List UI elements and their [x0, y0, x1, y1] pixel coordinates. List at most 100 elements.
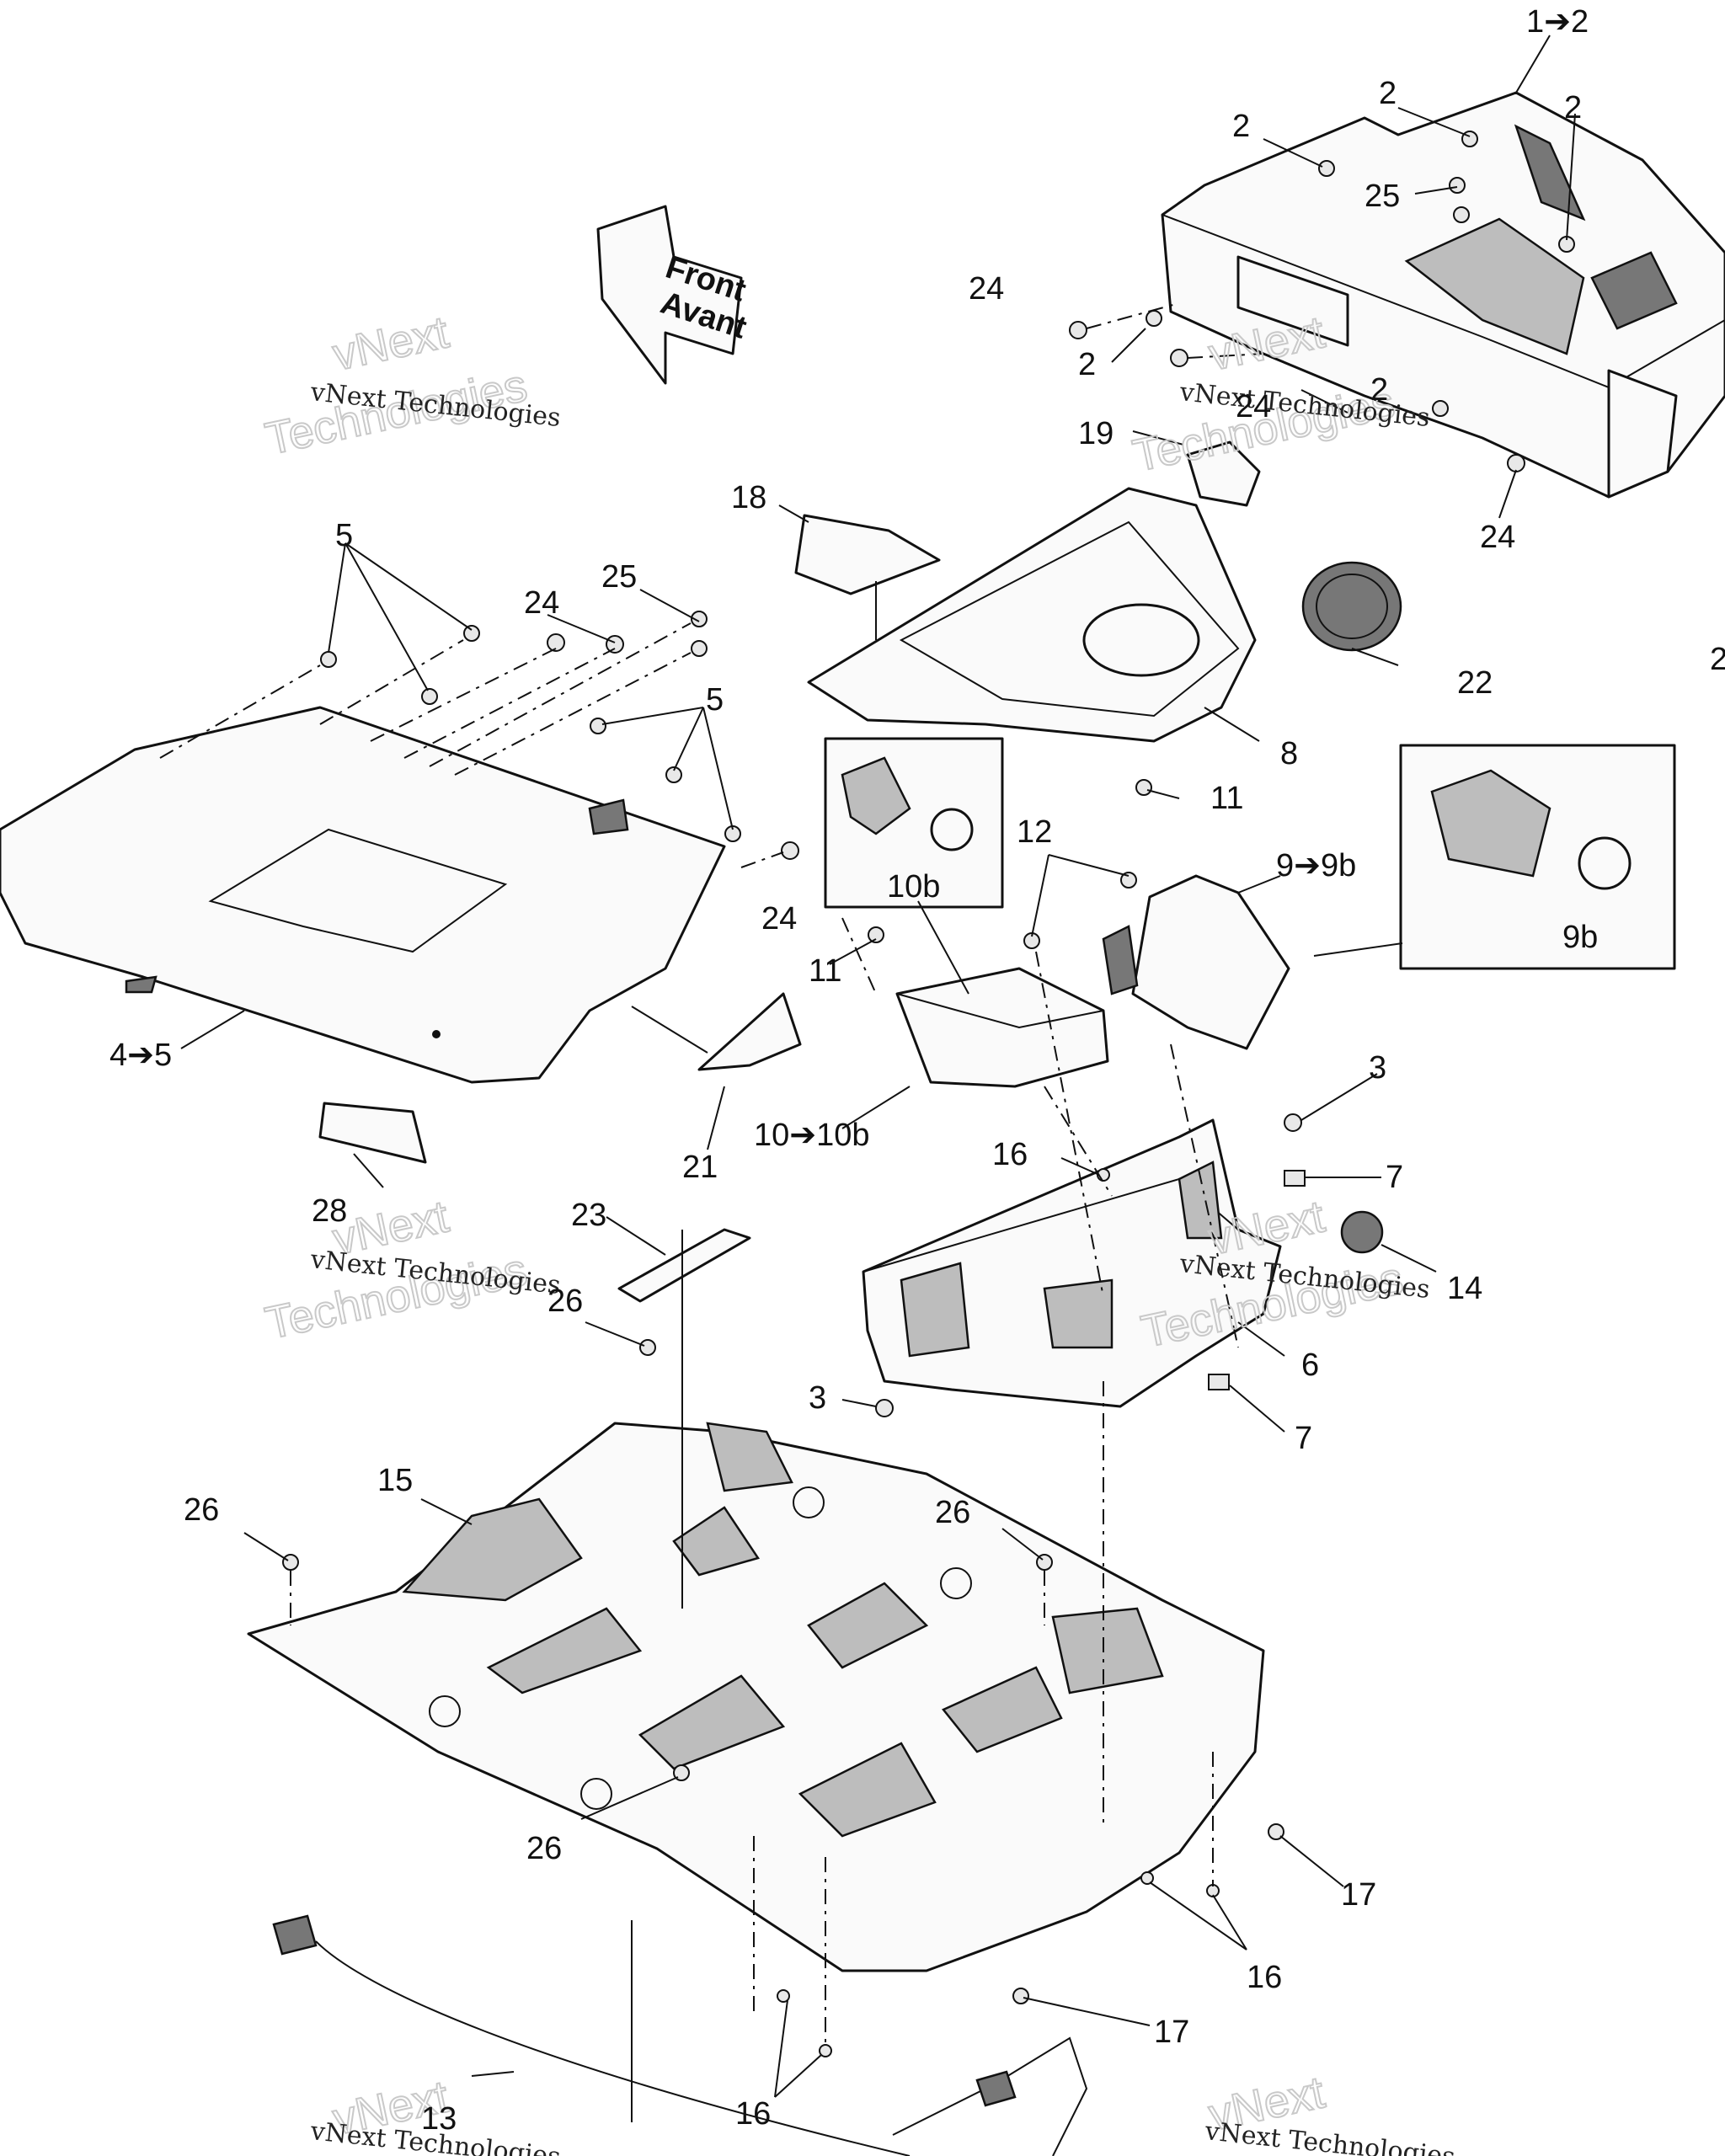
watermark-left-middle: vNext Technologies vNext Technologies	[260, 1190, 562, 1349]
screw-24c	[1507, 454, 1525, 472]
callout-labels: 1➔2 2 2 2 2 2 2 25 24 24 24 19 18 22 8 5…	[109, 4, 1725, 2137]
screw-11b	[1135, 779, 1152, 796]
upper-console-assembly	[1161, 91, 1725, 499]
screw-2a	[1318, 160, 1335, 177]
clip-3a	[1284, 1113, 1302, 1132]
decal-28	[318, 1102, 427, 1164]
callout-24: 24	[1480, 520, 1515, 555]
callout-24: 24	[969, 271, 1004, 307]
watermark-text: vNext	[328, 307, 453, 380]
callout-22: 22	[1457, 665, 1493, 701]
callout-26: 26	[547, 1283, 583, 1319]
callout-8: 8	[1280, 736, 1298, 771]
callout-16: 16	[735, 2096, 771, 2132]
screw-24b	[1170, 349, 1188, 367]
grommet-14	[1340, 1210, 1384, 1254]
screw-25a	[1449, 177, 1466, 194]
watermark-right-lower: vNext vNext Technologies	[1203, 2066, 1456, 2156]
callout-24: 24	[1236, 389, 1271, 424]
callout-25: 25	[601, 559, 637, 595]
callout-7: 7	[1295, 1421, 1312, 1456]
callout-5: 5	[335, 518, 353, 553]
belly-pan-15	[247, 1339, 1265, 1972]
decal-21	[697, 992, 802, 1071]
headlight-9	[1102, 779, 1290, 1050]
callout-2: 2	[1078, 347, 1096, 382]
callout-19: 19	[1078, 416, 1114, 451]
callout-1-2: 1➔2	[1526, 4, 1589, 40]
decal-18	[794, 514, 941, 595]
screw-5c	[421, 688, 438, 705]
callout-26: 26	[526, 1831, 562, 1866]
fastener-26b	[639, 1339, 656, 1356]
watermark-left-upper: vNext Technologies vNext Technologies	[260, 306, 562, 465]
screw-16d	[777, 1989, 790, 2003]
screw-25b	[1453, 206, 1470, 223]
callout-18: 18	[731, 480, 766, 515]
callout-26: 26	[184, 1492, 219, 1528]
callout-11: 11	[809, 953, 841, 989]
callout-25: 25	[1365, 179, 1400, 214]
callout-26: 26	[935, 1495, 970, 1530]
callout-2: 2	[1379, 76, 1397, 111]
callout-23: 23	[571, 1198, 606, 1233]
bulb-detail-10b	[824, 737, 1004, 909]
clip-17a	[1268, 1823, 1284, 1840]
fastener-26a	[282, 1554, 299, 1571]
callout-12: 12	[1017, 814, 1052, 850]
callout-11: 11	[1210, 781, 1243, 816]
nut-7a	[1284, 1170, 1306, 1187]
callout-17: 17	[1154, 2015, 1189, 2050]
callout-24: 24	[761, 901, 797, 937]
watermark-text: vNext Technologies	[1203, 2116, 1456, 2156]
wiring-harness-13	[272, 1914, 1088, 2156]
screw-11a	[868, 926, 884, 943]
callout-10-10b: 10➔10b	[754, 1118, 870, 1153]
nut-7b	[1208, 1374, 1230, 1390]
callout-6: 6	[1301, 1348, 1319, 1383]
pan-hardware	[777, 1823, 1284, 2057]
screw-16b	[1140, 1871, 1154, 1885]
callout-28: 28	[312, 1193, 347, 1229]
leader-lines	[180, 35, 1576, 2122]
front-direction-arrow: Front Avant	[596, 205, 751, 385]
screw-16e	[819, 2044, 832, 2057]
clip-17b	[1012, 1988, 1029, 2004]
callout-17: 17	[1341, 1877, 1376, 1913]
callout-7: 7	[1386, 1160, 1403, 1195]
screw-2d	[1146, 310, 1162, 327]
callout-3: 3	[1369, 1050, 1386, 1086]
callout-9-9b: 9➔9b	[1276, 848, 1356, 883]
light-housing-6	[862, 1118, 1282, 1408]
callout-24: 24	[524, 585, 559, 621]
upper-hood-8	[807, 487, 1257, 743]
decal-23	[617, 1228, 751, 1303]
screw-2e	[1432, 400, 1449, 417]
callout-16: 16	[992, 1137, 1028, 1172]
brp-emblem-22	[1301, 561, 1402, 652]
callout-2: 2	[1370, 372, 1388, 408]
callout-4-5: 4➔5	[109, 1038, 172, 1073]
alignment-lines	[290, 917, 1239, 2047]
screw-24f	[781, 841, 799, 860]
bulb-detail-9b	[1399, 744, 1676, 970]
screw-24e	[606, 635, 624, 654]
callout-2: 2	[1232, 109, 1250, 144]
callout-15: 15	[377, 1463, 413, 1498]
headlight-10	[868, 926, 1109, 1088]
callout-21: 21	[682, 1150, 718, 1185]
callout-3: 3	[809, 1380, 826, 1416]
clip-3b	[875, 1399, 894, 1417]
callout-2: 2	[1710, 642, 1725, 677]
callout-16: 16	[1247, 1960, 1282, 1995]
screw-5a	[320, 651, 337, 668]
side-panel-4	[0, 706, 726, 1084]
housing-hardware	[875, 1113, 1384, 1417]
screw-24d	[547, 633, 565, 652]
screw-16c	[1206, 1884, 1220, 1897]
screw-5d	[590, 718, 606, 734]
screw-24a	[1069, 321, 1087, 339]
callout-13: 13	[421, 2101, 457, 2137]
screw-5b	[463, 625, 480, 642]
